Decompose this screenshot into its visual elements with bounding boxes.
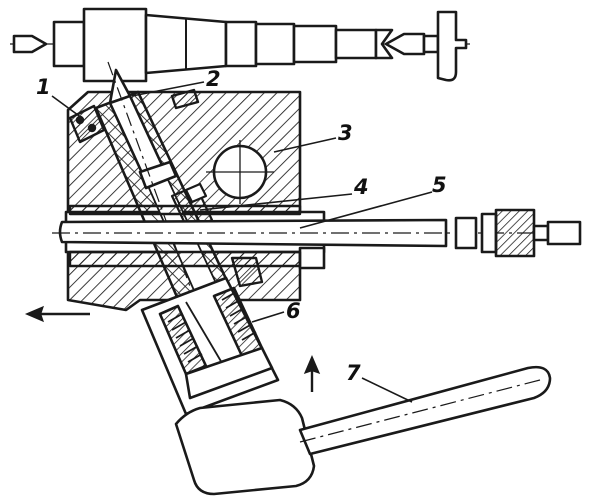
lever-motion-arrow xyxy=(303,354,321,392)
lever-axis xyxy=(299,379,541,443)
callout-1: 1 xyxy=(36,75,51,99)
spring-housing xyxy=(140,276,316,496)
spindle-collar xyxy=(454,216,478,250)
chuck-body xyxy=(494,208,536,258)
shaft-step-5 xyxy=(292,24,338,64)
leader-6 xyxy=(251,311,285,323)
drive-stub xyxy=(546,220,582,246)
tailstock-quill xyxy=(422,34,440,54)
feed-direction-arrow xyxy=(24,305,90,323)
left-center-point xyxy=(12,34,48,54)
lever-arm xyxy=(298,365,552,456)
shaft-step-6 xyxy=(334,28,378,60)
bore-shoulder xyxy=(298,246,326,270)
lower-flange xyxy=(68,204,302,288)
callout-3: 3 xyxy=(338,121,353,145)
right-center-point xyxy=(384,32,426,56)
workpiece-between-centers xyxy=(10,7,470,83)
shaft-step-4 xyxy=(254,22,296,66)
spindle-shaft xyxy=(52,208,582,258)
leader-lines xyxy=(51,81,433,403)
leader-7 xyxy=(361,377,413,403)
leader-1 xyxy=(51,95,83,119)
leader-4 xyxy=(199,193,353,211)
callout-7: 7 xyxy=(346,361,361,385)
cutting-tool-heel xyxy=(138,160,178,190)
chuck-ring xyxy=(480,212,498,254)
lower-bracket xyxy=(230,256,264,288)
callout-2: 2 xyxy=(206,67,221,91)
lever-body xyxy=(298,365,552,456)
chuck-center xyxy=(532,224,550,242)
leader-5 xyxy=(299,191,433,229)
handle-socket xyxy=(174,398,316,496)
shaft-step-3 xyxy=(224,20,258,68)
callout-4: 4 xyxy=(353,175,369,199)
shaft-end-countersink xyxy=(374,28,394,60)
shaft-step-1 xyxy=(52,20,86,68)
tailstock-handwheel xyxy=(436,10,468,82)
cap-top xyxy=(170,88,200,110)
callout-6: 6 xyxy=(286,299,301,323)
leader-3 xyxy=(273,137,337,153)
callout-5: 5 xyxy=(432,173,447,197)
housing-neck xyxy=(184,346,274,400)
leader-2 xyxy=(131,81,205,97)
compression-spring xyxy=(167,291,257,363)
callout-labels: 1 2 3 4 5 6 7 xyxy=(36,67,447,385)
